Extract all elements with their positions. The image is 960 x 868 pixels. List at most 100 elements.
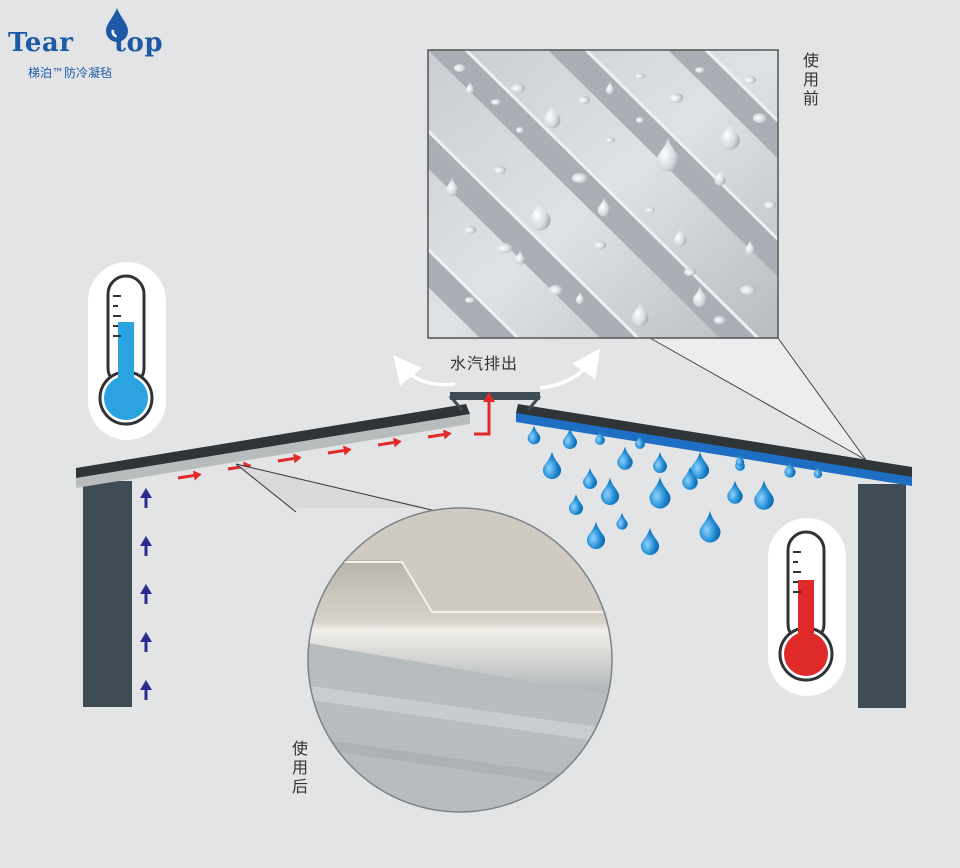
water-bead: [511, 83, 525, 93]
water-drop-icon: [616, 512, 628, 530]
after-callout-line-1: [235, 463, 297, 513]
panel-rib: [908, 50, 960, 338]
water-drop-icon: [445, 177, 459, 197]
water-bead: [516, 127, 524, 133]
logo-word-part2: top: [114, 28, 164, 58]
water-drop-icon: [575, 291, 585, 305]
panel-rib-highlight: [464, 50, 760, 338]
water-drop-icon: [583, 468, 597, 489]
water-drop-icon: [542, 451, 562, 480]
airflow-arrows-navy: [140, 488, 152, 700]
logo-word-part1: Tear: [8, 28, 74, 58]
water-drop-icon: [543, 103, 561, 129]
panel-rib-highlight: [428, 247, 520, 338]
water-drop-icon: [714, 168, 726, 186]
water-drop-icon: [600, 477, 620, 506]
water-drop-icon: [673, 227, 687, 247]
water-drop-icon: [720, 120, 740, 150]
panel-rib-highlight: [946, 50, 960, 338]
water-drop-icon: [813, 465, 823, 479]
condensation-droplets: [527, 425, 823, 556]
water-drop-icon: [586, 521, 606, 550]
ridge-vent-arrow-head: [483, 392, 495, 402]
water-drop-icon: [515, 250, 525, 265]
brand-logo: Tear top 梯泊™防冷凝毡: [8, 6, 176, 86]
left-wall: [83, 481, 132, 707]
before-photo-border: [427, 49, 779, 339]
water-drop-icon: [635, 434, 645, 449]
water-drop-icon: [529, 199, 551, 231]
water-drop-icon: [640, 527, 660, 556]
water-bead: [494, 166, 506, 174]
panel-rib: [668, 50, 778, 159]
thermometer-cold-icon: [88, 262, 166, 440]
water-bead: [684, 268, 696, 276]
right-wall: [858, 484, 906, 708]
water-drop-icon: [682, 466, 698, 490]
water-drop-icon: [690, 451, 710, 480]
water-bead: [605, 137, 615, 143]
water-bead: [594, 241, 606, 249]
water-drop-icon: [605, 81, 615, 95]
vapor-arrow-right: [539, 348, 601, 390]
ridge-cap-left-lip: [448, 395, 464, 411]
water-bead: [636, 117, 644, 123]
water-drop-icon: [699, 511, 721, 543]
logo-water-drop-icon: [106, 8, 128, 42]
water-bead: [454, 64, 466, 72]
water-bead: [695, 67, 705, 73]
left-roof-panel: [76, 404, 470, 478]
panel-rib-highlight: [826, 50, 960, 338]
water-bead: [669, 93, 683, 103]
water-drop-icon: [569, 494, 583, 515]
label-vapor-exhaust: 水汽排出: [450, 354, 519, 373]
water-drop-icon: [527, 425, 541, 445]
after-photo: [308, 508, 612, 812]
water-bead: [464, 226, 476, 234]
panel-rib-highlight: [704, 50, 778, 124]
water-drop-icon: [563, 428, 577, 449]
water-drop-icon: [597, 197, 611, 217]
thermometer-hot-icon: [768, 518, 846, 696]
panel-rib: [428, 50, 758, 338]
water-drop-icon: [656, 137, 680, 172]
after-photo-border: [307, 507, 613, 813]
water-bead: [764, 201, 776, 209]
water-bead: [497, 243, 513, 253]
water-drop-icon: [631, 301, 649, 327]
water-bead: [549, 285, 563, 295]
water-bead: [740, 285, 756, 295]
ridge-vent-arrow: [474, 400, 491, 436]
water-bead: [744, 76, 756, 84]
water-bead: [635, 73, 645, 79]
water-drop-icon: [784, 460, 796, 478]
water-bead: [491, 99, 501, 105]
water-drop-icon: [693, 286, 707, 307]
water-drop-icon: [649, 477, 671, 509]
before-callout-line-1: [649, 337, 867, 461]
water-drop-icon: [754, 480, 774, 510]
water-bead: [753, 113, 767, 123]
logo-subtitle: 梯泊™防冷凝毡: [28, 66, 113, 80]
water-bead: [714, 316, 726, 324]
water-drop-icon: [727, 480, 743, 504]
water-bead: [645, 207, 655, 213]
water-drop-icon: [745, 240, 755, 255]
after-callout-line-2: [235, 463, 441, 513]
water-drop-icon: [653, 452, 667, 473]
right-roof-panel: [516, 404, 912, 477]
water-bead: [465, 297, 475, 303]
vapor-arrow-left: [393, 355, 456, 387]
ridge-cap: [450, 392, 540, 400]
water-drop-icon: [735, 453, 745, 467]
water-drop-icon: [595, 430, 605, 445]
left-roof-felt-layer: [76, 412, 470, 488]
before-callout-line-2: [777, 337, 867, 461]
right-roof-blue-layer: [516, 412, 912, 486]
water-drop-icon: [465, 81, 475, 95]
water-drop-icon: [617, 446, 633, 470]
panel-rib-highlight: [428, 128, 640, 338]
water-bead: [578, 96, 590, 104]
before-photo: [428, 50, 960, 338]
